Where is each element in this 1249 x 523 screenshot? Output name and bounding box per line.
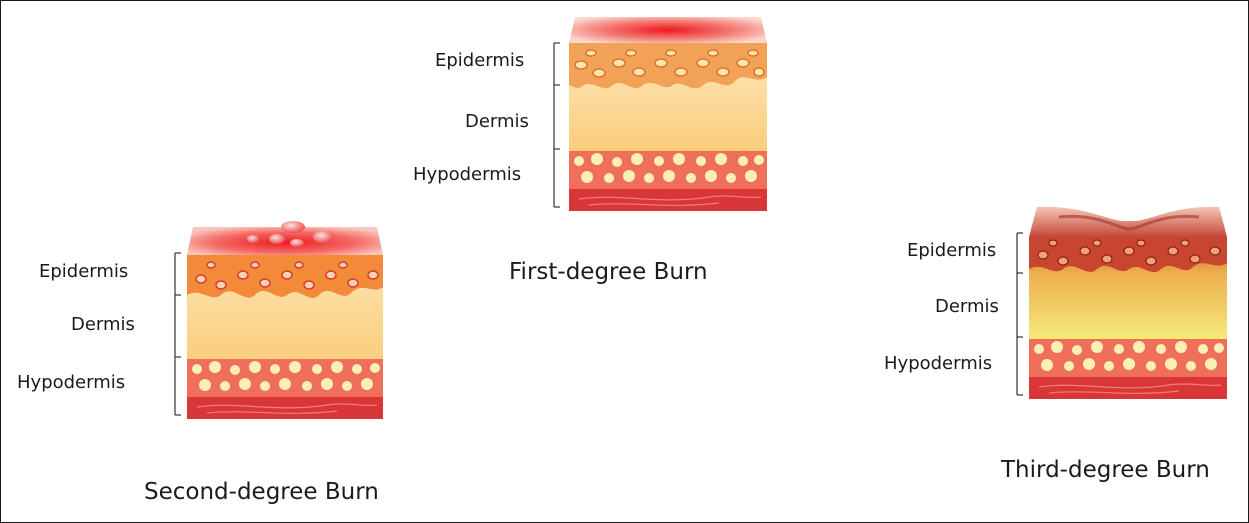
second-layer-bracket xyxy=(167,251,187,419)
first-epidermis-label: Epidermis xyxy=(435,51,524,71)
third-epidermis-label: Epidermis xyxy=(907,241,996,261)
second-degree-title: Second-degree Burn xyxy=(144,479,379,505)
first-degree-skin-block xyxy=(569,15,767,211)
first-degree-title: First-degree Burn xyxy=(509,259,708,285)
second-hypodermis-label: Hypodermis xyxy=(17,373,125,393)
third-degree-skin-block xyxy=(1029,203,1227,399)
third-degree-title: Third-degree Burn xyxy=(1001,457,1210,483)
second-degree-skin-block xyxy=(187,221,383,419)
second-dermis-label: Dermis xyxy=(71,315,135,335)
third-hypodermis-label: Hypodermis xyxy=(884,354,992,374)
third-dermis-label: Dermis xyxy=(935,297,999,317)
third-burn-surface xyxy=(1029,207,1227,237)
first-layer-bracket xyxy=(546,41,566,211)
first-hypodermis-label: Hypodermis xyxy=(413,165,521,185)
first-dermis-label: Dermis xyxy=(465,112,529,132)
first-burn-surface xyxy=(569,17,767,43)
third-layer-bracket xyxy=(1009,231,1029,399)
second-epidermis-label: Epidermis xyxy=(39,262,128,282)
